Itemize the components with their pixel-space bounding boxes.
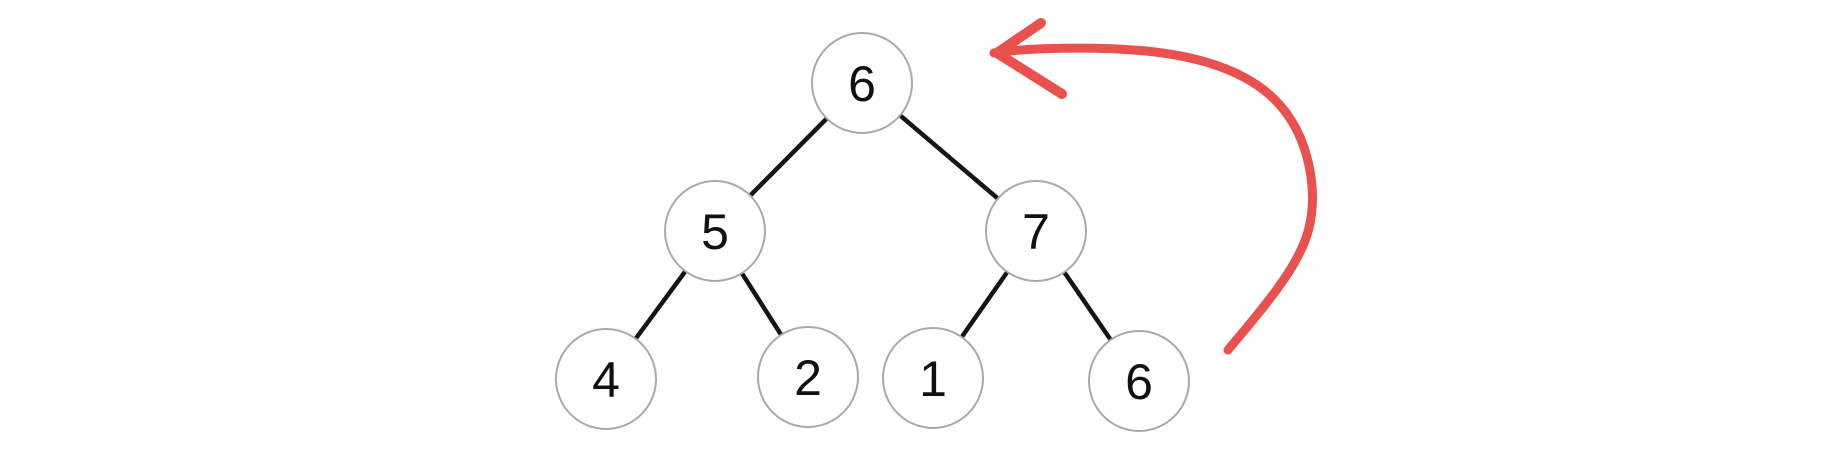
tree-node-label-ll: 4 bbox=[592, 352, 620, 408]
tree-node-label-rl: 1 bbox=[919, 351, 947, 407]
tree-node-label-rr: 6 bbox=[1125, 354, 1153, 410]
tree-node-label-root: 6 bbox=[848, 56, 876, 112]
tree-node-circle-l bbox=[664, 180, 766, 282]
tree-node-circle-rl bbox=[882, 327, 984, 429]
annotation-layer bbox=[989, 18, 1317, 355]
tree-node-label-l: 5 bbox=[701, 204, 729, 260]
tree-node-circle-ll bbox=[555, 328, 657, 430]
tree-node-circle-lr bbox=[757, 326, 859, 428]
tree-node-label-lr: 2 bbox=[794, 350, 822, 406]
tree-node-circle-root bbox=[811, 32, 913, 134]
tree-node-circle-rr bbox=[1088, 330, 1190, 432]
nodes-layer: 6 5 7 4 2 1 6 bbox=[555, 32, 1190, 432]
red-arrow-shaft bbox=[989, 43, 1317, 355]
red-arrow-head-icon bbox=[992, 18, 1067, 99]
tree-node-label-r: 7 bbox=[1022, 204, 1050, 260]
tree-node-circle-r bbox=[985, 180, 1087, 282]
